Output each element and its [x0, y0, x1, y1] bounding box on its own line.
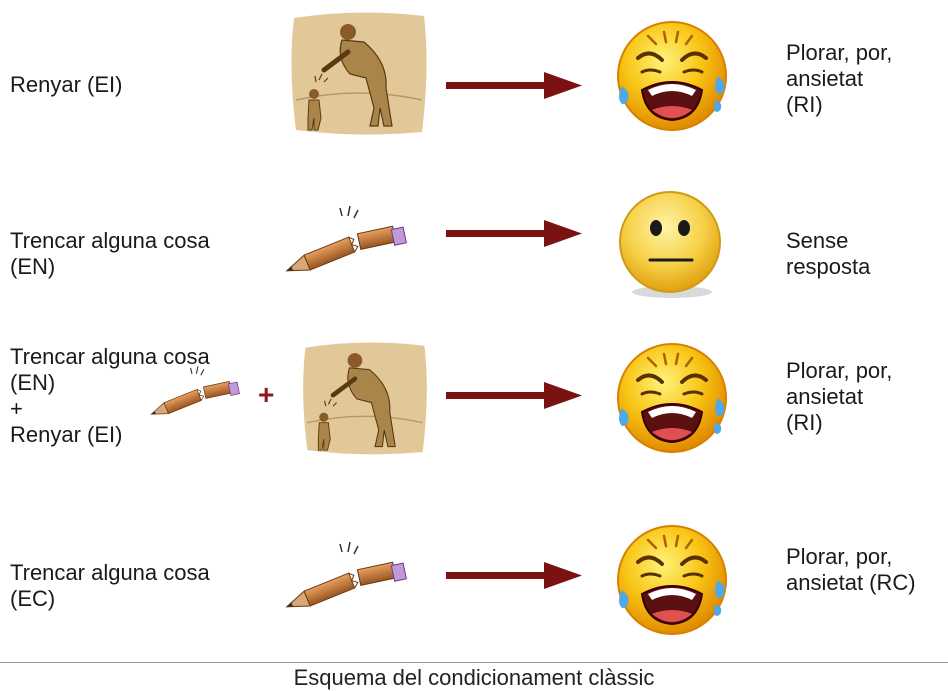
crying-face-icon [617, 525, 727, 635]
arrow-icon [446, 220, 582, 247]
caption: Esquema del condicionament clàssic [293, 665, 655, 690]
row1-label: Renyar (EI) [10, 72, 123, 97]
arrow-icon [446, 72, 582, 99]
row3-response: Plorar, por, ansietat (RI) [786, 358, 893, 435]
scolding-man-illustration [291, 12, 427, 135]
plus-sign: + [258, 379, 275, 410]
row2-label: Trencar alguna cosa (EN) [10, 228, 210, 279]
arrow-icon [446, 562, 582, 589]
divider-line [0, 662, 948, 663]
crying-face-icon [617, 21, 727, 131]
row4-label: Trencar alguna cosa (EC) [10, 560, 210, 611]
broken-pencil-illustration [285, 541, 407, 608]
row3-label: Trencar alguna cosa (EN) + Renyar (EI) [10, 344, 210, 447]
row2-response: Sense resposta [786, 228, 871, 279]
row4-response: Plorar, por, ansietat (RC) [786, 544, 916, 595]
arrow-icon [446, 382, 582, 409]
crying-face-icon [617, 343, 727, 453]
scolding-man-illustration [303, 342, 427, 455]
row1-response: Plorar, por, ansietat (RI) [786, 40, 893, 117]
broken-pencil-illustration [285, 205, 407, 272]
neutral-face-icon [619, 191, 721, 298]
broken-pencil-illustration [150, 366, 240, 415]
